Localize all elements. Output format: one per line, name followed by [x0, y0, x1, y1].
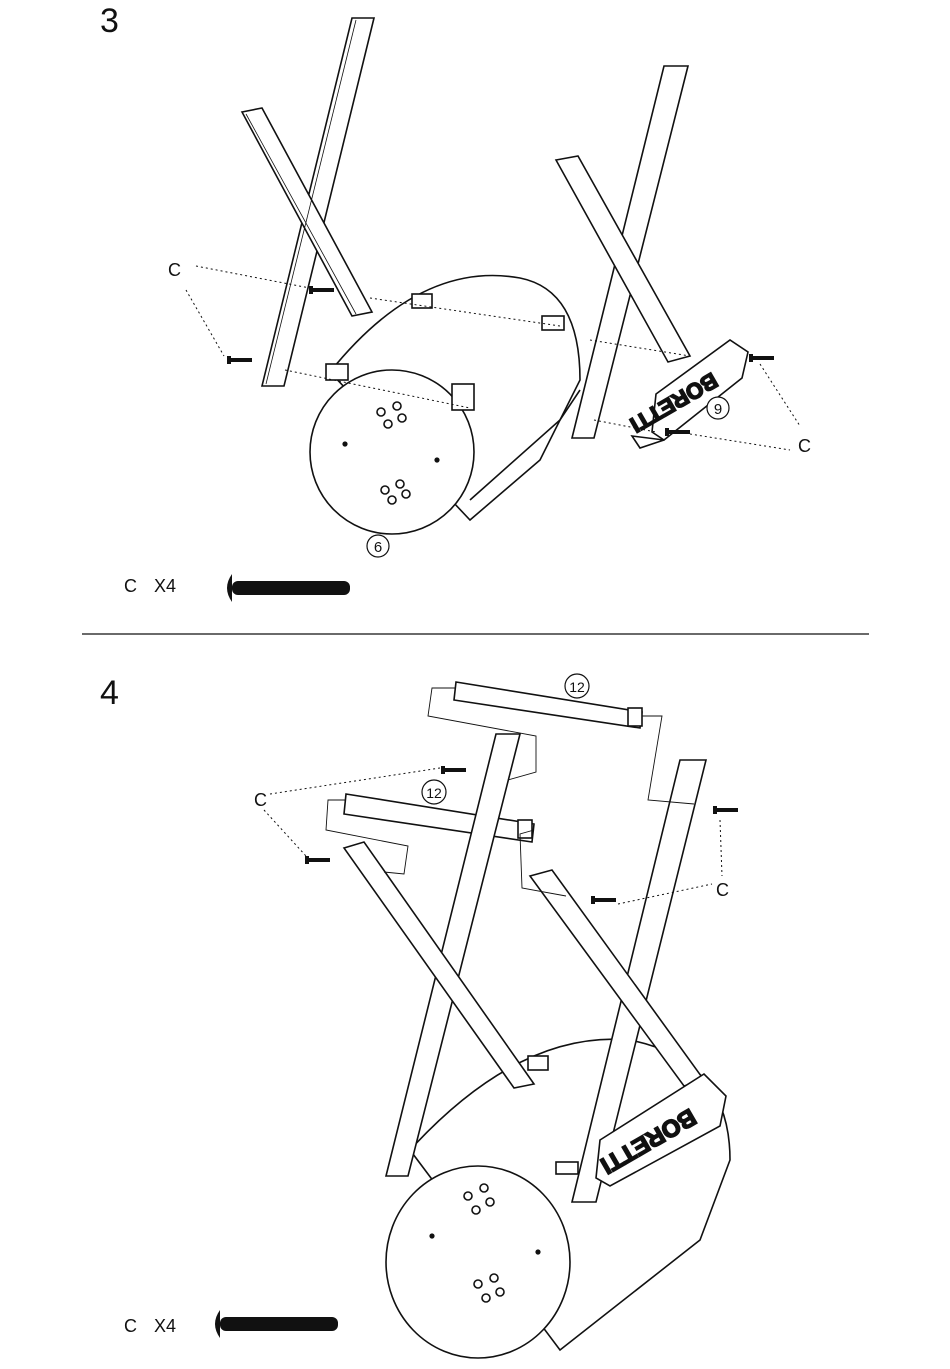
screw — [441, 766, 466, 774]
screw — [309, 286, 334, 294]
part-callout-panel: 9 — [707, 397, 729, 419]
svg-text:12: 12 — [426, 785, 442, 801]
drum-body — [386, 1039, 730, 1358]
callout-c-left: C — [168, 260, 181, 280]
svg-text:9: 9 — [714, 401, 722, 418]
screw — [713, 806, 738, 814]
part-callout-bar-top: 12 — [565, 674, 589, 698]
step-number: 3 — [100, 2, 119, 40]
callout-c-left: C — [254, 790, 267, 810]
step-number: 4 — [100, 674, 119, 712]
screw — [749, 354, 774, 362]
hardware-letter: C — [124, 576, 137, 596]
left-leg-pair — [242, 18, 374, 386]
callout-c-right: C — [716, 880, 729, 900]
callout-c-right: C — [798, 436, 811, 456]
svg-text:6: 6 — [374, 539, 382, 556]
bolt-icon — [227, 574, 350, 602]
part-callout-drum: 6 — [367, 535, 389, 557]
svg-text:12: 12 — [569, 679, 585, 695]
crossbar-top — [454, 682, 642, 728]
hardware-qty: X4 — [154, 1316, 176, 1336]
hardware-legend: C X4 — [124, 1310, 338, 1338]
screw — [305, 856, 330, 864]
bolt-icon — [215, 1310, 338, 1338]
hardware-legend: C X4 — [124, 574, 350, 602]
hardware-qty: X4 — [154, 576, 176, 596]
screw — [227, 356, 252, 364]
step-4: 4 — [100, 674, 738, 1358]
step-3: 3 — [100, 2, 811, 602]
screw — [591, 896, 616, 904]
part-callout-bar-front: 12 — [422, 780, 446, 804]
hardware-letter: C — [124, 1316, 137, 1336]
